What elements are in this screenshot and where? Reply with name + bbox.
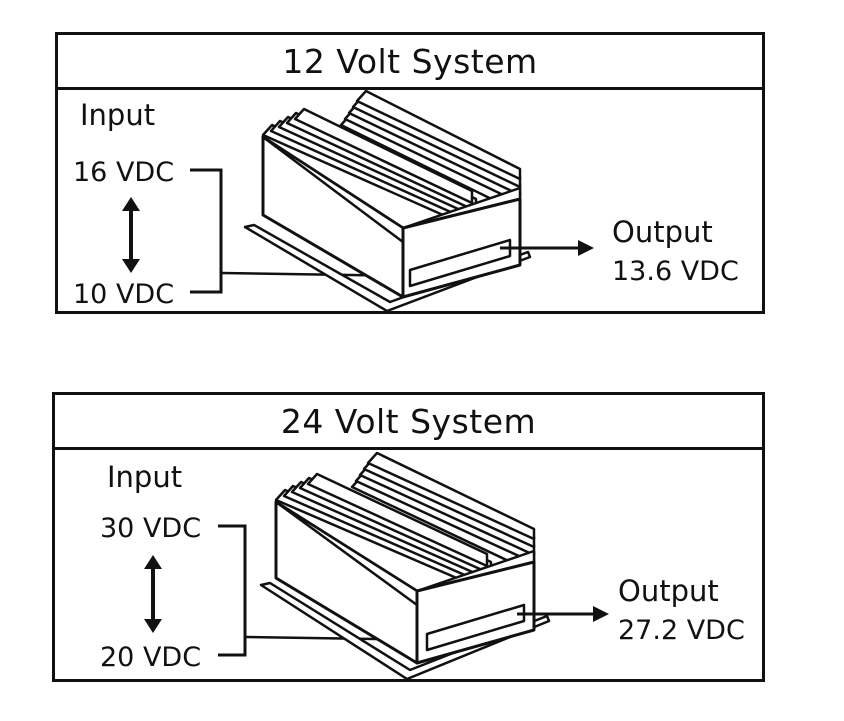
output-arrow-icon (500, 240, 594, 256)
panel-12-volt-system: 12 Volt System (55, 32, 765, 314)
input-range-arrow-icon (144, 555, 162, 633)
input-low-value: 10 VDC (73, 279, 175, 310)
panel-title: 12 Volt System (58, 35, 762, 90)
converter-diagram (122, 89, 594, 311)
input-range-arrow-icon (122, 197, 140, 273)
panel-24-volt-system: 24 Volt System (52, 392, 765, 682)
input-low-value: 20 VDC (100, 642, 202, 673)
output-label: Output (618, 574, 719, 608)
input-bracket (190, 168, 223, 294)
converter-heatsink-icon (259, 451, 551, 679)
converter-diagram (144, 451, 609, 679)
converter-heatsink-icon (243, 89, 532, 311)
panel-title: 24 Volt System (55, 395, 762, 450)
input-label: Input (80, 98, 156, 132)
input-label: Input (107, 460, 183, 494)
output-label: Output (612, 215, 713, 249)
output-value: 27.2 VDC (618, 615, 745, 646)
output-value: 13.6 VDC (612, 256, 739, 287)
output-arrow-icon (517, 606, 609, 622)
input-high-value: 30 VDC (100, 513, 202, 544)
input-bracket (218, 524, 247, 657)
input-high-value: 16 VDC (73, 157, 175, 188)
